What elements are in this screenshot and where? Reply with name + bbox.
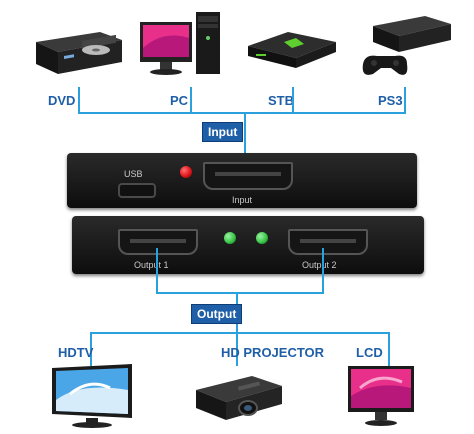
hdmi-input-port xyxy=(203,162,293,190)
status-led-2 xyxy=(256,232,268,244)
output-1-line xyxy=(156,248,158,294)
lcd-monitor-icon xyxy=(348,366,414,426)
source-drop-pc xyxy=(190,87,192,114)
display-label-projector: HD PROJECTOR xyxy=(221,345,325,360)
status-led-1 xyxy=(224,232,236,244)
hdmi-output-1-port xyxy=(118,229,198,255)
set-top-box-icon xyxy=(248,32,336,68)
power-led xyxy=(180,166,192,178)
display-label-lcd: LCD xyxy=(356,345,383,360)
output-badge: Output xyxy=(191,304,243,324)
hdtv-icon xyxy=(52,364,132,428)
display-drop-projector xyxy=(236,332,238,366)
output-join-line xyxy=(156,292,324,294)
hdmi-output-1-label: Output 1 xyxy=(134,260,169,270)
source-label-stb: STB xyxy=(268,93,294,108)
input-connector-line xyxy=(244,112,246,164)
desktop-pc-icon xyxy=(140,12,220,75)
usb-port xyxy=(118,183,156,198)
usb-port-label: USB xyxy=(124,169,143,179)
display-label-hdtv: HDTV xyxy=(58,345,94,360)
display-bus-line xyxy=(90,332,390,334)
source-drop-stb xyxy=(292,87,294,114)
source-bus-line xyxy=(78,112,406,114)
output-2-line xyxy=(322,248,324,294)
display-drop-lcd xyxy=(388,332,390,366)
source-label-dvd: DVD xyxy=(48,93,76,108)
source-label-pc: PC xyxy=(170,93,189,108)
hdmi-output-2-port xyxy=(288,229,368,255)
source-drop-ps3 xyxy=(404,87,406,114)
game-console-icon xyxy=(362,16,451,75)
source-label-ps3: PS3 xyxy=(378,93,403,108)
hdmi-output-2-label: Output 2 xyxy=(302,260,337,270)
source-drop-dvd xyxy=(78,87,80,114)
hdmi-input-label: Input xyxy=(232,195,253,205)
display-drop-hdtv xyxy=(90,332,92,366)
dvd-player-icon xyxy=(36,32,122,74)
input-badge: Input xyxy=(202,122,244,142)
projector-icon xyxy=(196,376,282,420)
